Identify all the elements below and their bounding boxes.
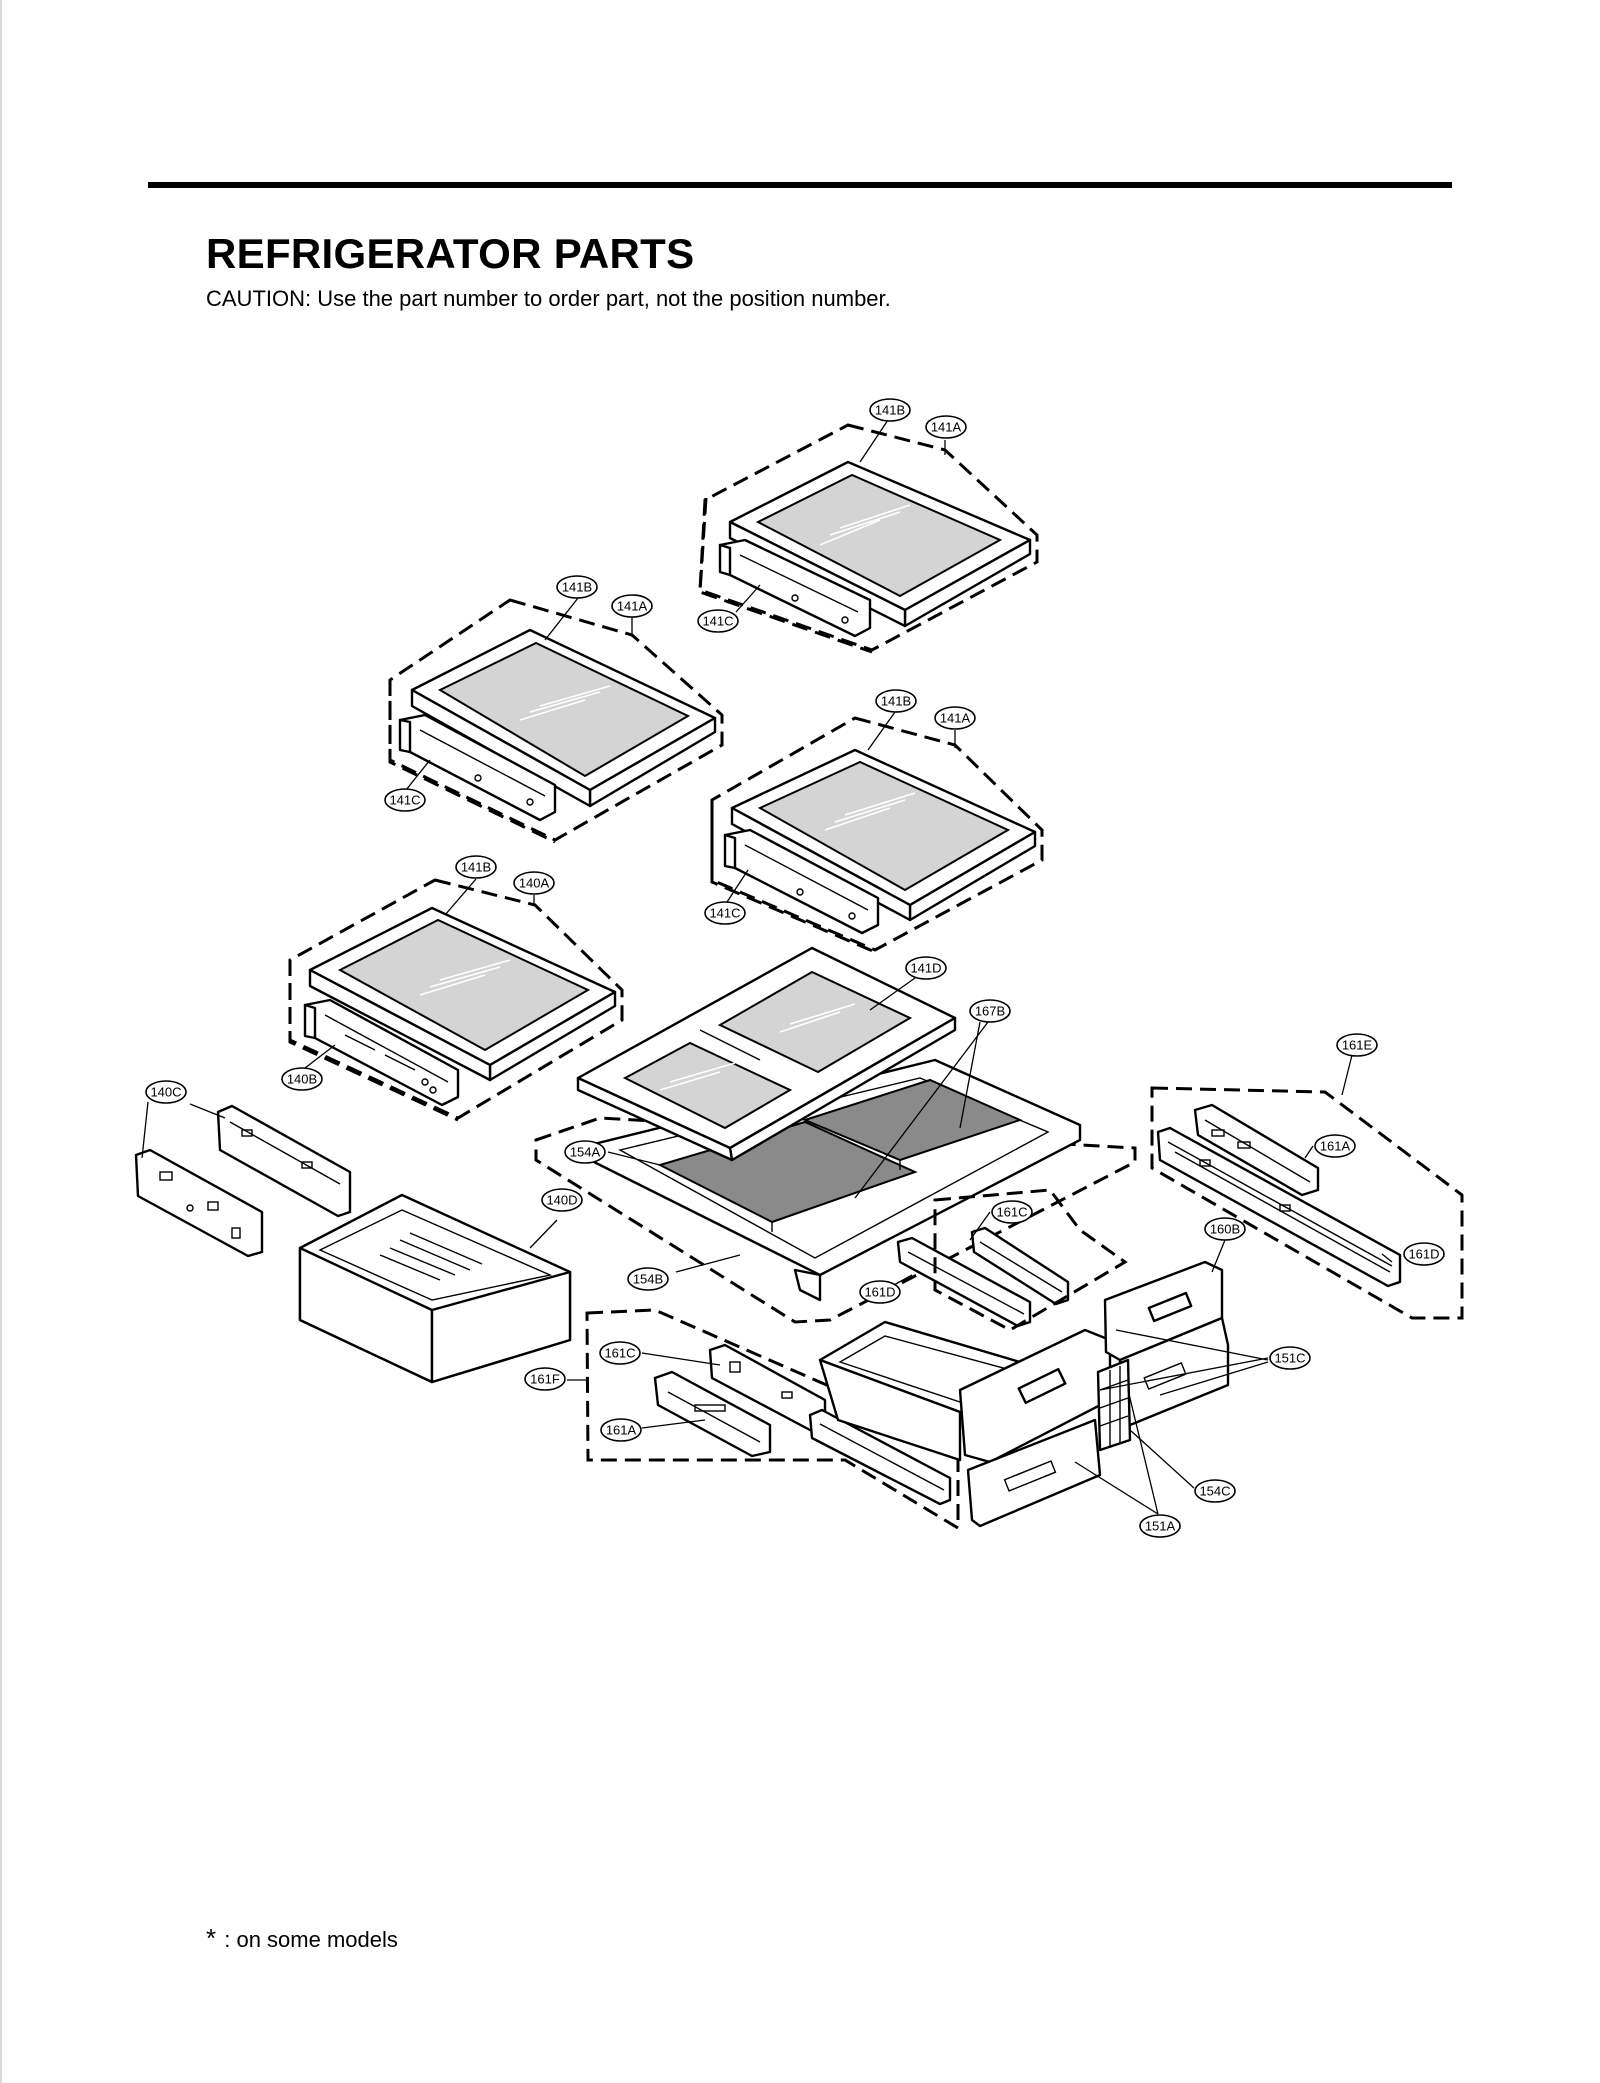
svg-text:167B: 167B	[975, 1004, 1005, 1019]
shelf-glass-second	[410, 628, 717, 808]
callout-bubbles: 141B 141A 141C 141B 141A 141C 141B 141A …	[145, 398, 1445, 1538]
svg-text:151C: 151C	[1274, 1351, 1305, 1366]
callout-151A: 151A	[1139, 1514, 1181, 1538]
svg-text:161A: 161A	[1320, 1139, 1351, 1154]
svg-text:154A: 154A	[570, 1145, 601, 1160]
svg-text:161C: 161C	[604, 1346, 635, 1361]
svg-text:141B: 141B	[875, 403, 905, 418]
callout-151C: 151C	[1269, 1346, 1311, 1370]
svg-text:141C: 141C	[709, 906, 740, 921]
shelf-glass-third	[730, 748, 1037, 922]
shelf-glass-bottom	[308, 906, 617, 1082]
svg-text:154B: 154B	[633, 1272, 663, 1287]
rail-set-center	[896, 1226, 1070, 1328]
callout-161E: 161E	[1336, 1033, 1378, 1057]
callout-167B: 167B	[969, 999, 1011, 1023]
callout-141C: 141C	[384, 788, 426, 812]
callout-leaders	[141, 419, 1393, 1515]
svg-text:141A: 141A	[617, 599, 648, 614]
svg-text:161E: 161E	[1342, 1038, 1373, 1053]
rail-bracket-161A-right	[1193, 1103, 1320, 1197]
header-rule	[148, 182, 1452, 188]
callout-161A: 161A	[600, 1418, 642, 1442]
callout-140A: 140A	[513, 871, 555, 895]
page-title: REFRIGERATOR PARTS	[206, 230, 695, 277]
callout-141B: 141B	[556, 575, 598, 599]
callout-160B: 160B	[1204, 1217, 1246, 1241]
crisper-glass-cover	[576, 946, 957, 1162]
svg-text:161C: 161C	[996, 1205, 1027, 1220]
callout-161C: 161C	[991, 1200, 1033, 1224]
callout-154B: 154B	[627, 1267, 669, 1291]
svg-text:161A: 161A	[606, 1423, 637, 1438]
callout-161A: 161A	[1314, 1134, 1356, 1158]
callout-141A: 141A	[611, 594, 653, 618]
svg-text:141C: 141C	[389, 793, 420, 808]
svg-text:140B: 140B	[287, 1072, 317, 1087]
svg-text:151A: 151A	[1145, 1519, 1176, 1534]
svg-text:140D: 140D	[546, 1193, 577, 1208]
callout-161D: 161D	[1403, 1242, 1445, 1266]
shelf-assembly-top	[698, 423, 1039, 654]
callout-161D: 161D	[859, 1280, 901, 1304]
callout-141D: 141D	[905, 956, 947, 980]
callout-141A: 141A	[925, 415, 967, 439]
shelf-assembly-third	[710, 716, 1044, 954]
rail-161D-right	[1156, 1126, 1402, 1288]
svg-text:140C: 140C	[150, 1085, 181, 1100]
callout-141C: 141C	[704, 901, 746, 925]
crisper-cover-assembly	[534, 946, 1137, 1324]
callout-141B: 141B	[455, 855, 497, 879]
svg-text:141B: 141B	[461, 860, 491, 875]
callout-141B: 141B	[869, 398, 911, 422]
callout-154C: 154C	[1194, 1479, 1236, 1503]
callout-154A: 154A	[564, 1140, 606, 1164]
caution-note: CAUTION: Use the part number to order pa…	[206, 286, 891, 311]
svg-text:154C: 154C	[1199, 1484, 1230, 1499]
footnote: * : on some models	[206, 1925, 398, 1951]
callout-140B: 140B	[281, 1067, 323, 1091]
shelf-assembly-bottom	[288, 878, 624, 1122]
svg-text:161F: 161F	[530, 1372, 560, 1387]
callout-161F: 161F	[524, 1367, 566, 1391]
svg-text:141B: 141B	[562, 580, 592, 595]
rail-161D-left	[808, 1408, 952, 1506]
drawer-lower-left	[966, 1418, 1102, 1528]
shelf-bracket-third	[723, 828, 880, 935]
footnote-asterisk: *	[206, 1923, 217, 1953]
page-edge	[0, 0, 2, 2083]
svg-text:161D: 161D	[1408, 1247, 1439, 1262]
svg-text:161D: 161D	[864, 1285, 895, 1300]
callout-140D: 140D	[541, 1188, 583, 1212]
crisper-drawer-140D	[298, 1193, 572, 1384]
footnote-text: : on some models	[224, 1927, 398, 1952]
shelf-bracket-second	[398, 713, 557, 822]
shelf-assembly-second	[388, 598, 724, 844]
shelf-glass-top	[728, 460, 1032, 628]
svg-text:141A: 141A	[931, 420, 962, 435]
svg-text:141D: 141D	[910, 961, 941, 976]
callout-161C: 161C	[599, 1341, 641, 1365]
side-bracket-140C	[134, 1104, 352, 1258]
callout-141A: 141A	[934, 706, 976, 730]
rail-set-bottom-left	[585, 1308, 960, 1531]
callout-141B: 141B	[875, 689, 917, 713]
svg-text:141B: 141B	[881, 694, 911, 709]
callout-141C: 141C	[697, 609, 739, 633]
shelf-bracket-top	[718, 538, 872, 638]
rail-set-right	[1150, 1086, 1464, 1320]
shelf-bracket-bottom	[303, 998, 460, 1107]
svg-text:141C: 141C	[702, 614, 733, 629]
svg-text:140A: 140A	[519, 876, 550, 891]
svg-text:160B: 160B	[1210, 1222, 1240, 1237]
svg-text:141A: 141A	[940, 711, 971, 726]
callout-140C: 140C	[145, 1080, 187, 1104]
vegetable-drawer-set	[818, 1188, 1230, 1528]
rail-bracket-161A-left	[653, 1370, 772, 1458]
divider-grille	[1096, 1358, 1132, 1452]
